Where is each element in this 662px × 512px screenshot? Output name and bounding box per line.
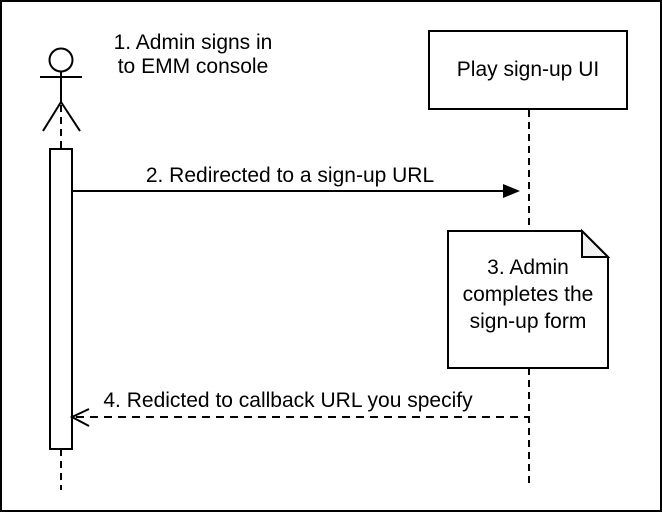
note-label: 3. Admin completes the sign-up form — [450, 254, 606, 335]
actor-leg-right — [60, 101, 81, 132]
message2-label: 2. Redirected to a sign-up URL — [145, 164, 435, 187]
message2-arrowhead-icon — [503, 184, 520, 198]
note-shape — [447, 230, 609, 369]
actor-leg-left — [42, 101, 62, 132]
note-label-line1: 3. Admin — [487, 256, 569, 279]
participant-label: Play sign-up UI — [456, 58, 600, 81]
actor-label-line1: 1. Admin signs in — [113, 31, 273, 54]
note-fold — [581, 228, 611, 258]
activation-bar — [49, 148, 73, 450]
actor-head — [48, 47, 74, 73]
message4-arrowhead-icon — [69, 408, 90, 427]
note-label-line2: completes the — [462, 283, 594, 306]
actor-label: 1. Admin signs in to EMM console — [88, 31, 298, 79]
message4-label: 4. Redicted to callback URL you specify — [103, 389, 473, 412]
note-label-line3: sign-up form — [469, 310, 587, 333]
actor-label-line2: to EMM console — [117, 55, 269, 78]
participant-play-signup-ui: Play sign-up UI — [428, 30, 628, 110]
